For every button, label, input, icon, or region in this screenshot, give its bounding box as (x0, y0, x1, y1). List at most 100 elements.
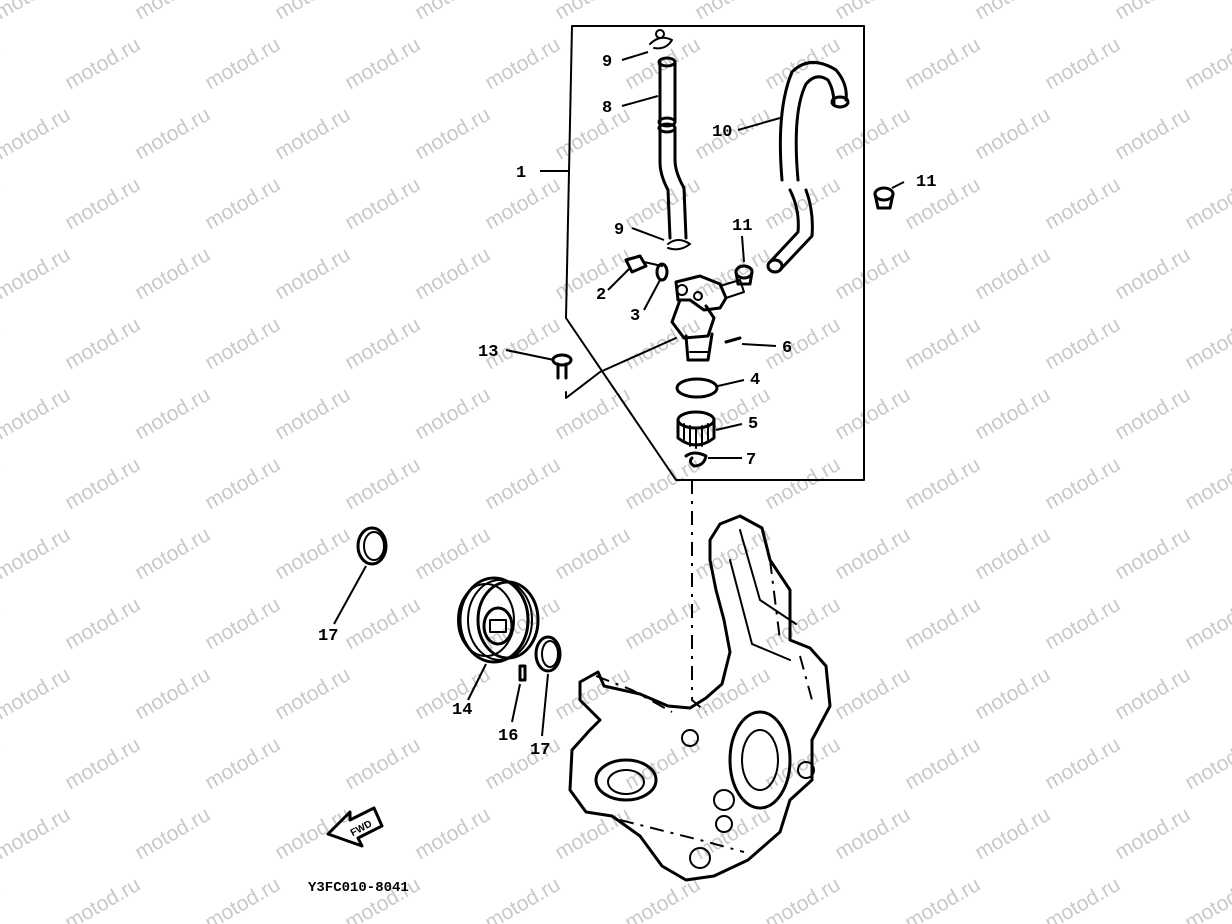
watermark-text: motod.ru (341, 453, 424, 514)
watermark-text: motod.ru (971, 383, 1054, 444)
watermark-text: motod.ru (1181, 173, 1232, 234)
o-ring-4 (675, 377, 719, 399)
watermark-text: motod.ru (271, 103, 354, 164)
hose-10 (766, 61, 850, 274)
watermark-text: motod.ru (691, 0, 774, 24)
watermark-text: motod.ru (901, 733, 984, 794)
hose-clip-9-lower (667, 239, 691, 251)
watermark-text: motod.ru (1181, 33, 1232, 94)
watermark-text: motod.ru (0, 453, 4, 514)
watermark-text: motod.ru (551, 103, 634, 164)
watermark-text: motod.ru (831, 0, 914, 24)
callout-8: 8 (602, 99, 612, 118)
callout-6: 6 (782, 339, 792, 358)
watermark-text: motod.ru (0, 313, 4, 374)
watermark-text: motod.ru (1181, 733, 1232, 794)
watermark-text: motod.ru (61, 173, 144, 234)
watermark-text: motod.ru (1041, 733, 1124, 794)
drive-gear-5 (676, 410, 716, 449)
watermark-text: motod.ru (0, 33, 4, 94)
watermark-text: motod.ru (131, 803, 214, 864)
watermark-text: motod.ru (0, 0, 74, 24)
callout-7: 7 (746, 451, 756, 470)
watermark-text: motod.ru (0, 103, 74, 164)
callout-13: 13 (478, 343, 498, 362)
watermark-text: motod.ru (201, 593, 284, 654)
watermark-text: motod.ru (201, 733, 284, 794)
watermark-text: motod.ru (971, 663, 1054, 724)
hose-8 (657, 56, 688, 240)
watermark-text: motod.ru (1111, 803, 1194, 864)
watermark-text: motod.ru (1041, 593, 1124, 654)
drawing-code: Y3FC010-8041 (308, 880, 409, 896)
callout-17-right: 17 (530, 741, 550, 760)
watermark-text: motod.ru (271, 663, 354, 724)
watermark-text: motod.ru (0, 663, 74, 724)
callout-14: 14 (452, 701, 472, 720)
watermark-text: motod.ru (761, 313, 844, 374)
watermark-text: motod.ru (201, 173, 284, 234)
watermark-text: motod.ru (0, 383, 74, 444)
oil-pump-housing (670, 274, 745, 362)
watermark-text: motod.ru (971, 803, 1054, 864)
watermark-text: motod.ru (1041, 173, 1124, 234)
watermark-text: motod.ru (411, 0, 494, 24)
watermark-text: motod.ru (131, 523, 214, 584)
watermark-text: motod.ru (271, 243, 354, 304)
watermark-text: motod.ru (1041, 313, 1124, 374)
watermark-text: motod.ru (61, 593, 144, 654)
watermark-text: motod.ru (901, 313, 984, 374)
watermark-text: motod.ru (691, 803, 774, 864)
watermark-text: motod.ru (1111, 103, 1194, 164)
circlip-17-left (356, 526, 388, 566)
watermark-text: motod.ru (201, 313, 284, 374)
watermark-text: motod.ru (0, 523, 74, 584)
callout-9-lower: 9 (614, 221, 624, 240)
watermark-text: motod.ru (971, 243, 1054, 304)
watermark-text: motod.ru (1111, 0, 1194, 24)
watermark-text: motod.ru (901, 173, 984, 234)
watermark-text: motod.ru (901, 33, 984, 94)
watermark-text: motod.ru (0, 173, 4, 234)
watermark-text: motod.ru (201, 453, 284, 514)
watermark-text: motod.ru (831, 383, 914, 444)
watermark-text: motod.ru (61, 873, 144, 924)
watermark-text: motod.ru (271, 523, 354, 584)
callout-3: 3 (630, 307, 640, 326)
cap-11-center (734, 264, 754, 286)
watermark-text: motod.ru (551, 663, 634, 724)
watermark-text: motod.ru (1181, 313, 1232, 374)
crankcase-cover (568, 514, 832, 882)
watermark-text: motod.ru (971, 0, 1054, 24)
watermark-text: motod.ru (131, 243, 214, 304)
watermark-text: motod.ru (411, 103, 494, 164)
callout-9-upper: 9 (602, 53, 612, 72)
callout-10: 10 (712, 123, 732, 142)
watermark-text: motod.ru (481, 873, 564, 924)
watermark-text: motod.ru (761, 453, 844, 514)
watermark-text: motod.ru (901, 873, 984, 924)
watermark-text: motod.ru (1041, 33, 1124, 94)
callout-5: 5 (748, 415, 758, 434)
watermark-text: motod.ru (971, 103, 1054, 164)
watermark-text: motod.ru (1111, 243, 1194, 304)
watermark-text: motod.ru (341, 593, 424, 654)
watermark-text: motod.ru (691, 663, 774, 724)
watermark-text: motod.ru (201, 873, 284, 924)
watermark-text: motod.ru (0, 243, 74, 304)
callout-1: 1 (516, 164, 526, 183)
cap-11-right (873, 186, 895, 210)
pulley-14 (457, 576, 540, 664)
watermark-text: motod.ru (271, 0, 354, 24)
watermark-text: motod.ru (831, 103, 914, 164)
watermark-text: motod.ru (1111, 663, 1194, 724)
watermark-text: motod.ru (341, 313, 424, 374)
dowel-pin-16 (518, 664, 527, 682)
washer-3 (655, 262, 669, 282)
watermark-text: motod.ru (61, 733, 144, 794)
watermark-text: motod.ru (761, 173, 844, 234)
watermark-text: motod.ru (61, 453, 144, 514)
watermark-text: motod.ru (551, 383, 634, 444)
circlip-17-right (534, 635, 562, 673)
